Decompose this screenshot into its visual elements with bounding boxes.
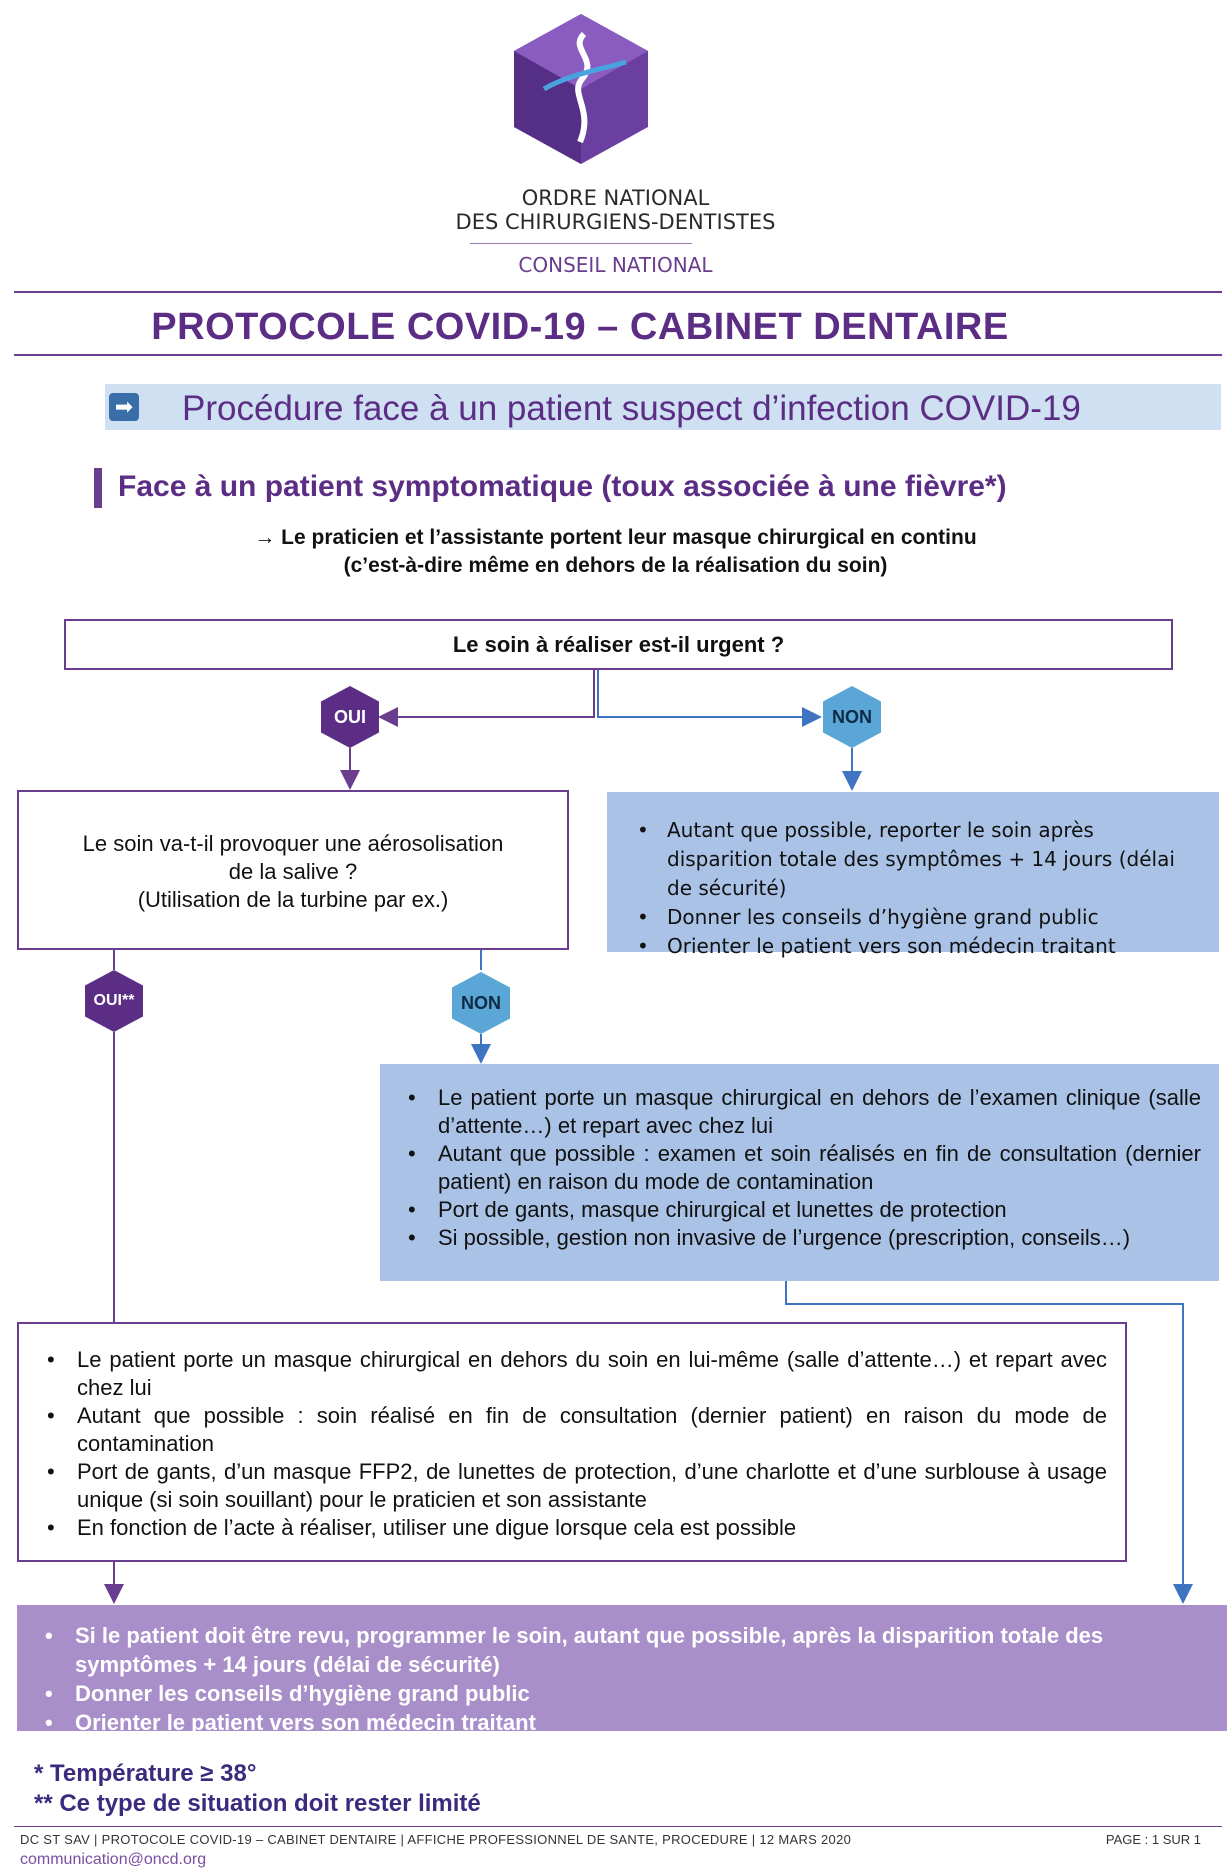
arrow-right-icon: ➡	[109, 393, 139, 421]
aerosol-box: Le patient porte un masque chirurgical e…	[17, 1322, 1127, 1562]
list-item: Si le patient doit être revu, programmer…	[35, 1621, 1209, 1679]
title-rule-bottom	[14, 354, 1222, 356]
list-item: Port de gants, masque chirurgical et lun…	[398, 1196, 1201, 1224]
footer-page-number: PAGE : 1 SUR 1	[1105, 1832, 1201, 1847]
list-item: En fonction de l’acte à réaliser, utilis…	[37, 1514, 1107, 1542]
question-aerosol-box: Le soin va-t-il provoquer une aérosolisa…	[17, 790, 569, 950]
question-aerosol-line3: (Utilisation de la turbine par ex.)	[137, 887, 449, 912]
list-item: Autant que possible : soin réalisé en fi…	[37, 1402, 1107, 1458]
list-item: Autant que possible : examen et soin réa…	[398, 1140, 1201, 1196]
list-item: Port de gants, d’un masque FFP2, de lune…	[37, 1458, 1107, 1514]
oncd-logo	[514, 14, 648, 164]
final-advice-box: Si le patient doit être revu, programmer…	[17, 1605, 1227, 1737]
question-aerosol-line2: de la salive ?	[228, 859, 358, 884]
section-subtitle: Face à un patient symptomatique (toux as…	[118, 470, 1007, 503]
org-name-line3: CONSEIL NATIONAL	[518, 253, 713, 277]
list-item: Si possible, gestion non invasive de l’u…	[398, 1224, 1201, 1252]
no-aerosol-box: Le patient porte un masque chirurgical e…	[380, 1064, 1219, 1281]
list-item: Donner les conseils d’hygiène grand publ…	[35, 1679, 1209, 1708]
list-item: Le patient porte un masque chirurgical e…	[398, 1084, 1201, 1140]
page-title: PROTOCOLE COVID-19 – CABINET DENTAIRE	[151, 306, 1009, 348]
org-name-line2: DES CHIRURGIENS-DENTISTES	[455, 210, 776, 234]
list-item: Autant que possible, reporter le soin ap…	[627, 816, 1199, 903]
footnote-limited: ** Ce type de situation doit rester limi…	[34, 1790, 481, 1817]
list-item: Donner les conseils d’hygiène grand publ…	[627, 903, 1199, 932]
list-item: Le patient porte un masque chirurgical e…	[37, 1346, 1107, 1402]
list-item: Orienter le patient vers son médecin tra…	[627, 932, 1199, 961]
list-item: Orienter le patient vers son médecin tra…	[35, 1708, 1209, 1737]
footer-email: communication@oncd.org	[20, 1851, 207, 1868]
not-urgent-box: Autant que possible, reporter le soin ap…	[607, 792, 1219, 961]
mask-note-line1: → Le praticien et l’assistante portent l…	[254, 526, 977, 549]
question-urgent-box: Le soin à réaliser est-il urgent ?	[64, 619, 1173, 670]
footer-reference: DC ST SAV | PROTOCOLE COVID-19 – CABINET…	[20, 1832, 852, 1847]
org-name-line1: ORDRE NATIONAL	[521, 186, 710, 210]
procedure-banner	[105, 384, 1221, 430]
title-rule-top	[14, 291, 1222, 293]
mask-note-line2: (c’est-à-dire même en dehors de la réali…	[343, 554, 888, 577]
footer-rule	[14, 1826, 1222, 1827]
logo-divider	[470, 243, 692, 244]
footnote-temperature: * Température ≥ 38°	[34, 1760, 257, 1787]
question-aerosol-line1: Le soin va-t-il provoquer une aérosolisa…	[82, 831, 504, 856]
procedure-banner-text: Procédure face à un patient suspect d’in…	[182, 389, 1081, 428]
subtitle-bar	[94, 468, 102, 508]
